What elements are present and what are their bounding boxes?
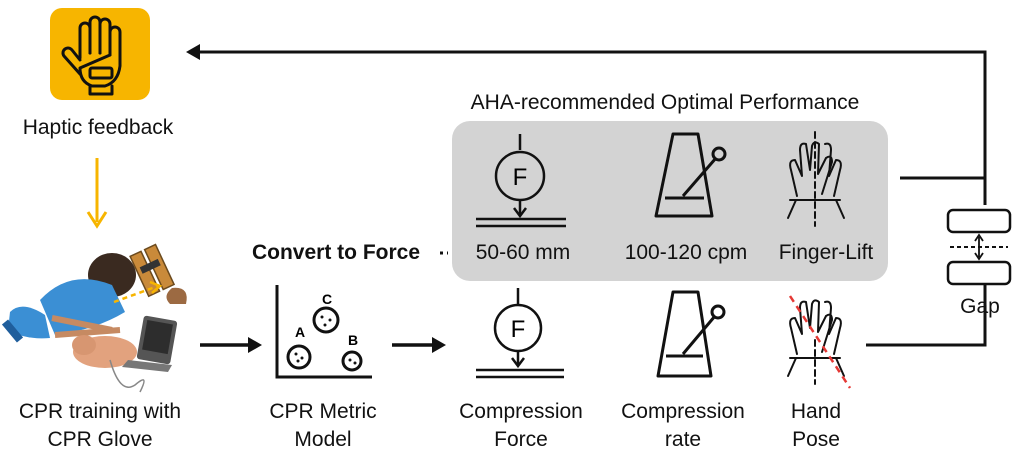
hand-pose-line1: Hand <box>790 400 842 423</box>
compression-force-label: Compression Force <box>442 398 600 454</box>
compression-force-line2: Force <box>494 428 548 451</box>
optimal-force-icon <box>476 134 566 228</box>
hand-pose-misalign-line <box>788 295 852 389</box>
model-to-force-arrow <box>392 337 446 353</box>
cluster-c-letter: C <box>322 291 332 307</box>
cpr-training-line2: CPR Glove <box>47 428 153 451</box>
compression-rate-icon <box>656 290 726 378</box>
optimal-rate-label: 100-120 cpm <box>624 241 748 264</box>
haptic-glove-icon <box>61 15 122 96</box>
gap-label: Gap <box>960 295 1000 318</box>
gap-icon <box>946 208 1012 286</box>
compression-force-line1: Compression <box>459 400 583 423</box>
hand-pose-icon <box>787 299 845 385</box>
optimal-metronome-icon <box>654 132 727 218</box>
haptic-feedback-label: Haptic feedback <box>22 116 174 139</box>
cpr-metric-model-label: CPR Metric Model <box>248 398 398 454</box>
feedback-loop-arrow <box>186 44 987 205</box>
convert-to-force-label: Convert to Force <box>251 241 421 264</box>
training-to-model-arrow <box>200 337 262 353</box>
pose-to-gap-connector <box>866 285 987 347</box>
aha-optimal-title: AHA-recommended Optimal Performance <box>470 91 860 114</box>
compression-force-icon <box>476 288 564 379</box>
cpr-training-label: CPR training with CPR Glove <box>0 398 200 454</box>
cluster-b-letter: B <box>348 332 358 348</box>
hand-pose-label: Hand Pose <box>766 398 866 454</box>
cpr-training-photo <box>1 243 187 393</box>
cpr-metric-model-line2: Model <box>294 428 352 451</box>
haptic-to-training-arrow <box>86 158 108 229</box>
cpr-metric-model-line1: CPR Metric <box>269 400 377 423</box>
cpr-metric-model-icon <box>275 285 372 379</box>
compression-rate-line2: rate <box>664 428 702 451</box>
cluster-a-letter: A <box>295 324 305 340</box>
hand-pose-line2: Pose <box>792 428 840 451</box>
compression-rate-line1: Compression <box>621 400 745 423</box>
haptic-feedback-box <box>50 8 150 100</box>
optimal-depth-label: 50-60 mm <box>475 241 571 264</box>
cpr-training-line1: CPR training with <box>18 400 182 423</box>
optimal-hand-pose-icon <box>787 131 845 227</box>
optimal-pose-label: Finger-Lift <box>778 241 874 264</box>
compression-force-letter: F <box>511 316 526 343</box>
optimal-force-letter: F <box>513 164 528 191</box>
compression-rate-label: Compression rate <box>604 398 762 454</box>
